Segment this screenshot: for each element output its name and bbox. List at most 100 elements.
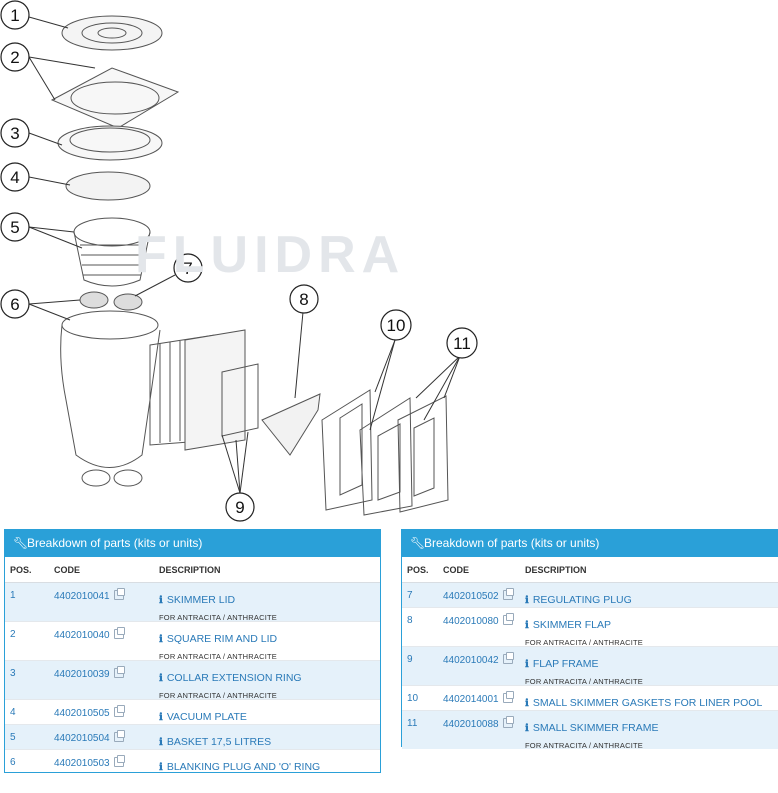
copy-icon[interactable] [113,755,125,767]
row-code[interactable]: 4402010503 [49,750,155,769]
code-link: 4402010042 [443,655,499,666]
callout-10 [380,309,412,341]
panel-header: 🔧︎Breakdown of parts (kits or units) [5,530,380,557]
column-headers: POS. CODE DESCRIPTION [402,557,778,583]
row-pos: 2 [10,629,16,640]
part-name-link[interactable]: FLAP FRAME [532,658,599,670]
panel-header: 🔧︎Breakdown of parts (kits or units) [402,530,778,557]
row-pos: 11 [407,718,418,729]
part-name-link[interactable]: BLANKING PLUG AND 'O' RING [166,761,321,773]
callout-label-1: 1 [10,6,19,25]
part-name-link[interactable]: SMALL SKIMMER GASKETS FOR LINER POOL [532,697,763,709]
row-code[interactable]: 4402010080 [438,608,521,627]
callout-label-10: 10 [387,316,406,335]
callout-label-5: 5 [10,218,19,237]
row-code[interactable]: 4402010502 [438,583,521,602]
callout-label-6: 6 [10,295,19,314]
part-variant: FOR ANTRACITA / ANTHRACITE [525,677,643,686]
copy-icon[interactable] [502,588,514,600]
callout-7 [173,253,203,283]
part-name-link[interactable]: VACUUM PLATE [166,711,247,723]
callout-9 [225,492,255,522]
copy-icon[interactable] [113,666,125,678]
row-pos: 4 [10,707,16,718]
col-desc: DESCRIPTION [159,564,221,575]
code-link: 4402010041 [54,591,110,602]
info-icon[interactable]: ℹ [159,737,163,748]
row-code[interactable]: 4402010041 [49,583,155,602]
copy-icon[interactable] [113,705,125,717]
copy-icon[interactable] [502,716,514,728]
part-name-link[interactable]: SQUARE RIM AND LID [166,633,278,645]
row-pos: 10 [407,693,419,704]
row-code[interactable]: 4402010505 [49,700,155,719]
row-code[interactable]: 4402010040 [49,622,155,641]
panel-title: Breakdown of parts (kits or units) [27,536,203,550]
callout-label-9: 9 [235,498,244,517]
copy-icon[interactable] [113,627,125,639]
code-link: 4402010504 [54,733,110,744]
copy-icon[interactable] [113,588,125,600]
info-icon[interactable]: ℹ [525,698,529,709]
wrench-icon: 🔧︎ [13,536,29,550]
copy-icon[interactable] [502,613,514,625]
row-code[interactable]: 4402010042 [438,647,521,666]
part-variant: FOR ANTRACITA / ANTHRACITE [525,638,643,647]
code-link: 4402014001 [443,694,499,705]
part-name-link[interactable]: SMALL SKIMMER FRAME [532,722,659,734]
info-icon[interactable]: ℹ [159,673,163,684]
row-pos: 7 [407,590,413,601]
panel-title: Breakdown of parts (kits or units) [424,536,600,550]
part-name-link[interactable]: REGULATING PLUG [532,594,632,606]
callout-label-2: 2 [10,48,19,67]
info-icon[interactable]: ℹ [159,595,163,606]
row-pos: 5 [10,732,16,743]
col-pos: POS. [407,564,429,575]
callout-1 [0,0,30,30]
code-link: 4402010503 [54,758,110,769]
code-link: 4402010080 [443,616,499,627]
part-name-link[interactable]: COLLAR EXTENSION RING [166,672,302,684]
brand-watermark: FLUIDRA [135,226,406,284]
part-name-link[interactable]: BASKET 17,5 LITRES [166,736,272,748]
row-code[interactable]: 4402014001 [438,686,521,705]
row-code[interactable]: 4402010504 [49,725,155,744]
row-code[interactable]: 4402010039 [49,661,155,680]
info-icon[interactable]: ℹ [525,595,529,606]
part-name-link[interactable]: SKIMMER FLAP [532,619,611,631]
info-icon[interactable]: ℹ [159,634,163,645]
callout-label-4: 4 [10,168,19,187]
callout-11 [446,327,478,359]
info-icon[interactable]: ℹ [159,712,163,723]
info-icon[interactable]: ℹ [525,659,529,670]
col-code: CODE [443,564,470,575]
copy-icon[interactable] [113,730,125,742]
row-code[interactable]: 4402010088 [438,711,521,730]
parts-table-right: 🔧︎Breakdown of parts (kits or units) POS… [401,529,778,750]
part-name-link[interactable]: SKIMMER LID [166,594,236,606]
copy-icon[interactable] [502,691,514,703]
info-icon[interactable]: ℹ [525,620,529,631]
part-variant: FOR ANTRACITA / ANTHRACITE [159,613,277,622]
part-variant: FOR ANTRACITA / ANTHRACITE [159,691,277,700]
info-icon[interactable]: ℹ [159,762,163,773]
copy-icon[interactable] [502,652,514,664]
info-icon[interactable]: ℹ [525,723,529,734]
code-link: 4402010039 [54,669,110,680]
code-link: 4402010088 [443,719,499,730]
